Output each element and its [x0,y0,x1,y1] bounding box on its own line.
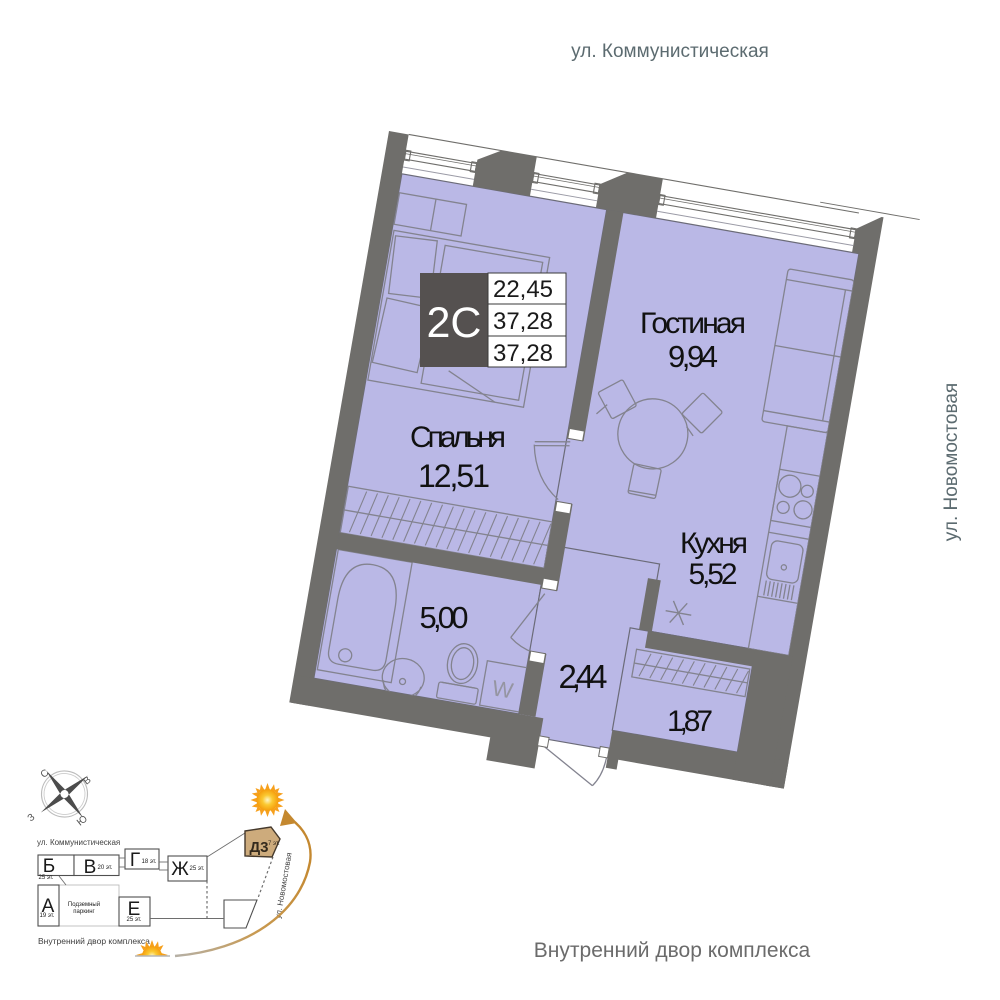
svg-text:Внутренний двор комплекса: Внутренний двор комплекса [38,936,150,946]
svg-text:З: З [26,812,38,824]
svg-text:Г: Г [130,850,140,871]
svg-text:ул. Новомостовая: ул. Новомостовая [941,383,962,541]
svg-text:С: С [39,767,51,780]
svg-text:Е: Е [128,899,141,920]
svg-text:Ж: Ж [171,859,189,880]
svg-text:ул. Коммунистическая: ул. Коммунистическая [571,41,769,62]
svg-text:ул. Коммунистическая: ул. Коммунистическая [37,838,120,847]
svg-text:5,00: 5,00 [420,600,469,635]
svg-text:19 эт.: 19 эт. [39,913,54,919]
svg-text:W: W [490,675,515,703]
svg-text:1,87: 1,87 [667,705,713,738]
svg-text:9,94: 9,94 [668,339,718,374]
svg-text:20 эт.: 20 эт. [97,865,112,871]
svg-text:25 эт.: 25 эт. [38,875,53,881]
svg-text:ул. Новомостовая: ул. Новомостовая [273,852,293,919]
svg-text:2С: 2С [427,299,482,347]
svg-text:Б: Б [43,856,55,877]
svg-text:Ю: Ю [75,814,90,829]
svg-text:5,52: 5,52 [689,558,738,591]
svg-text:Кухня: Кухня [680,527,748,560]
svg-text:Спальня: Спальня [410,421,506,454]
svg-text:Д3: Д3 [249,839,268,856]
svg-text:18 эт.: 18 эт. [141,859,156,865]
svg-text:паркинг: паркинг [73,909,95,915]
svg-text:25 эт.: 25 эт. [189,866,204,872]
svg-text:22,45: 22,45 [493,276,553,303]
svg-text:Гостиная: Гостиная [640,307,746,340]
svg-text:7 эт.: 7 эт. [268,841,280,847]
svg-text:Внутренний двор комплекса: Внутренний двор комплекса [534,939,811,962]
svg-text:37,28: 37,28 [493,308,553,335]
svg-text:37,28: 37,28 [493,340,553,367]
svg-text:В: В [84,857,97,878]
svg-text:А: А [42,896,55,917]
svg-text:2,44: 2,44 [559,658,608,695]
svg-text:25 эт.: 25 эт. [126,917,141,923]
svg-text:Подземный: Подземный [68,901,100,908]
svg-text:12,51: 12,51 [418,458,490,494]
